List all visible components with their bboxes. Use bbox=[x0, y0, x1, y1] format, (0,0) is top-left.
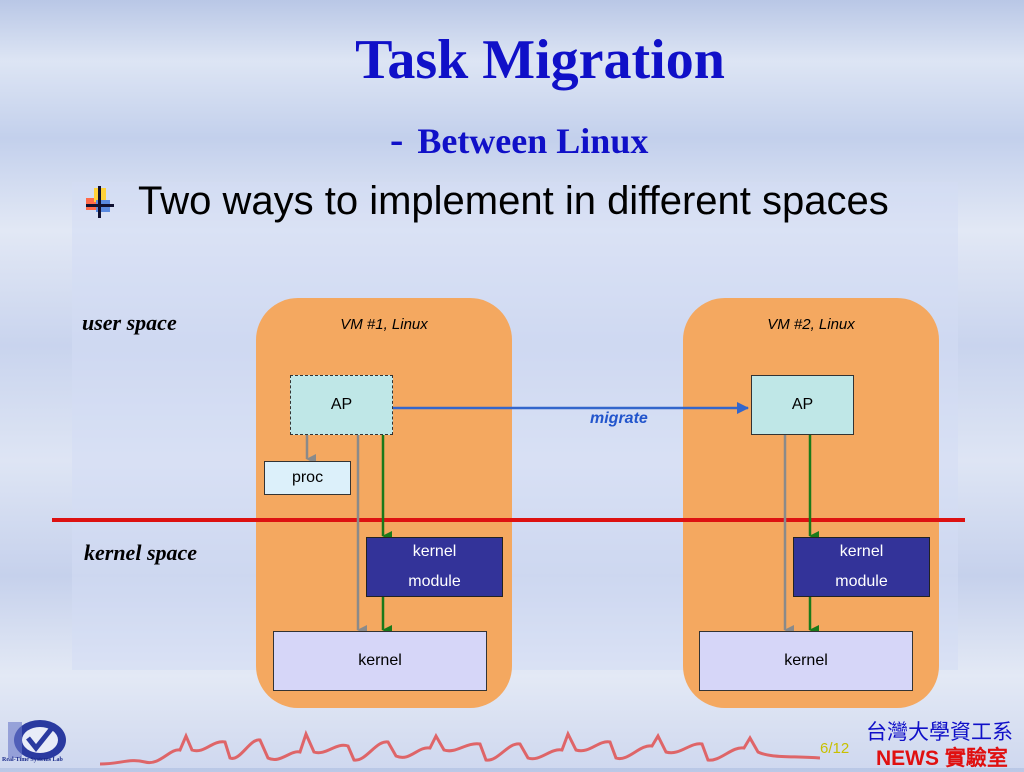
page-number: 6/12 bbox=[820, 740, 850, 757]
vm2-kernel-module-box: kernel module bbox=[793, 537, 930, 597]
vm2-ap-box: AP bbox=[751, 375, 854, 435]
lab-name: NEWS 實驗室 bbox=[876, 747, 1008, 770]
decorative-wave bbox=[100, 729, 820, 766]
vm1-kernel-module-line2: module bbox=[408, 573, 461, 590]
lab-logo-text: Real-Time Systems Lab bbox=[2, 757, 63, 763]
vm2-title: VM #2, Linux bbox=[767, 316, 855, 333]
vm1-kernel-box: kernel bbox=[273, 631, 487, 691]
vm2-kernel-module-line2: module bbox=[835, 573, 888, 590]
lab-logo-icon bbox=[8, 720, 66, 760]
user-space-label: user space bbox=[82, 310, 177, 335]
vm1-ap-box: AP bbox=[290, 375, 393, 435]
kernel-space-label: kernel space bbox=[84, 540, 198, 565]
migrate-label: migrate bbox=[590, 410, 648, 427]
bullet-text: Two ways to implement in different space… bbox=[138, 179, 889, 223]
slide-title: Task Migration bbox=[355, 29, 725, 91]
slide-subtitle: -Between Linux bbox=[390, 118, 648, 163]
department-name: 台灣大學資工系 bbox=[866, 721, 1013, 744]
vm1-kernel-module-line1: kernel bbox=[412, 543, 457, 560]
subtitle-dash: - bbox=[390, 117, 404, 162]
vm1-title: VM #1, Linux bbox=[340, 316, 428, 333]
vm1-kernel-module-box: kernel module bbox=[366, 537, 503, 597]
vm2-kernel-box: kernel bbox=[699, 631, 913, 691]
bullet-icon bbox=[86, 186, 114, 218]
vm1-proc-box: proc bbox=[264, 461, 351, 495]
subtitle-text: Between Linux bbox=[417, 121, 649, 161]
vm2-kernel-module-line1: kernel bbox=[839, 543, 884, 560]
